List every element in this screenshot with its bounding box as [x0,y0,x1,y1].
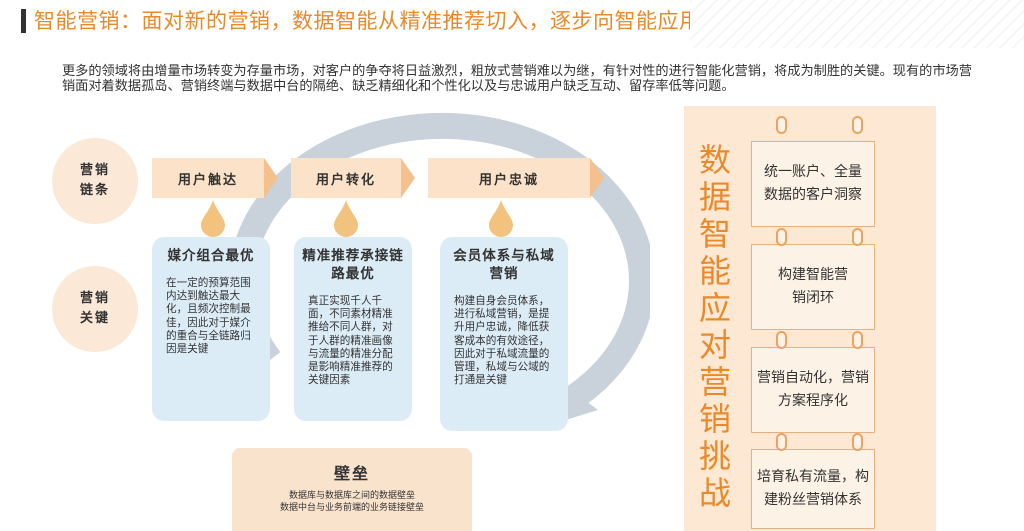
key-card-media-title: 媒介组合最优 [167,248,255,264]
stage-reach-label: 用户触达 [177,172,238,188]
binder-ring-icon [776,116,787,134]
key-card-membership: 会员体系与私域营销 构建自身会员体系，进行私域营销，是提升用户忠诚，降低获客成本… [440,237,568,431]
stage-reach: 用户触达 [152,158,264,198]
stage-conversion: 用户转化 [291,158,401,198]
barrier-title: 壁垒 [333,464,370,483]
key-card-membership-title: 会员体系与私域营销 [453,248,555,282]
title-accent-bar [21,9,26,33]
droplet-icon [334,200,358,237]
stage-conversion-label: 用户转化 [315,172,376,188]
intro-paragraph: 更多的领域将由增量市场转变为存量市场，对客户的争夺将日益激烈，粗放式营销难以为继… [62,64,972,94]
key-card-recommend-body: 真正实现千人千面，不同素材精准推给不同人群，对于人群的精准画像与流量的精准分配是… [308,295,393,387]
binder-ring-icon [776,331,787,349]
droplet-icon [201,200,225,237]
key-card-membership-body: 构建自身会员体系，进行私域营销，是提升用户忠诚，降低获客成本的有效途径，因此对于… [454,295,550,387]
challenge-vertical-text: 数据智能应对营销挑战 [698,141,731,512]
key-card-media: 媒介组合最优 在一定的预算范围内达到触达最大化，且频次控制最佳，因此对于媒介的重… [152,237,270,421]
solution-card-1: 统一账户、全量数据的客户洞察 [751,141,875,227]
droplet-icon [489,200,513,237]
row-label-key-text: 营销关键 [79,291,110,326]
key-card-media-body: 在一定的预算范围内达到触达最大化，且频次控制最佳，因此对于媒介的重合与全链路归因… [166,277,251,356]
solution-card-4-text: 培育私有流量，构建粉丝营销体系 [757,469,869,508]
binder-ring-icon [852,331,863,349]
solution-card-1-text: 统一账户、全量数据的客户洞察 [764,164,862,203]
page-title: 智能营销：面对新的营销，数据智能从精准推荐切入，逐步向智能应用层扩展 [34,9,765,33]
stage-loyalty: 用户忠诚 [428,158,590,198]
solution-card-2: 构建智能营销闭环 [751,244,875,330]
barrier-line-2: 数据中台与业务前端的业务链接壁垒 [279,503,424,513]
stage-loyalty-label: 用户忠诚 [478,172,539,188]
stage-arrow-2 [401,158,415,198]
binder-ring-icon [852,116,863,134]
row-label-chain: 营销链条 [52,138,138,224]
barrier-line-1: 数据库与数据库之间的数据壁垒 [288,491,415,501]
solution-card-3-text: 营销自动化，营销方案程序化 [757,370,869,409]
key-card-recommend-title: 精准推荐承接链路最优 [302,248,404,282]
solution-card-3: 营销自动化，营销方案程序化 [751,347,875,433]
binder-ring-icon [776,433,787,451]
row-label-key: 营销关键 [52,266,138,352]
binder-ring-icon [852,228,863,246]
binder-ring-icon [776,228,787,246]
stage-arrow-3 [590,158,604,198]
key-card-recommend: 精准推荐承接链路最优 真正实现千人千面，不同素材精准推给不同人群，对于人群的精准… [294,237,412,421]
solution-card-4: 培育私有流量，构建粉丝营销体系 [751,449,875,529]
barrier-box: 壁垒 数据库与数据库之间的数据壁垒 数据中台与业务前端的业务链接壁垒 [232,448,472,531]
decorative-stripes [690,0,1024,48]
solution-card-2-text: 构建智能营销闭环 [778,267,848,306]
row-label-chain-text: 营销链条 [79,163,110,198]
stage-arrow-1 [264,158,278,198]
binder-ring-icon [852,433,863,451]
